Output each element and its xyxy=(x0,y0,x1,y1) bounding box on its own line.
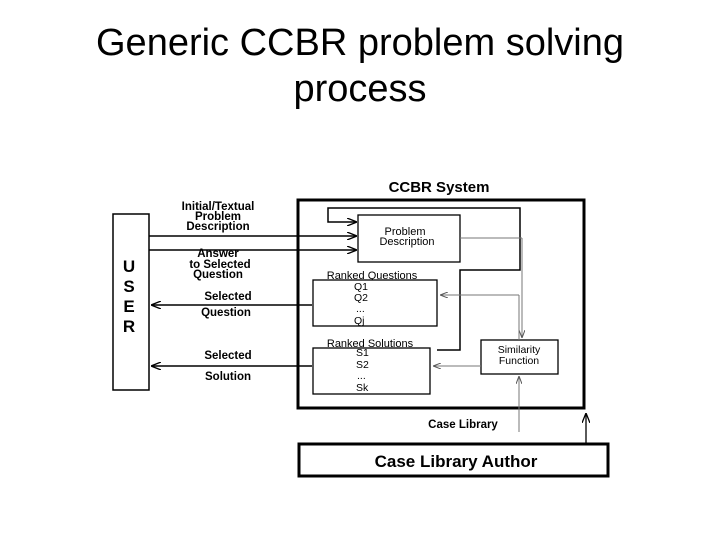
ranked-question-item: Q2 xyxy=(354,292,368,304)
label-initial-line-2: Problem xyxy=(195,211,241,223)
user-letter-r: R xyxy=(123,317,135,336)
problem-description-line-2: Description xyxy=(379,236,434,248)
feedback-loop xyxy=(327,207,521,351)
ranked-solution-item: Sk xyxy=(356,382,369,394)
ranked-solution-item: S1 xyxy=(356,347,369,359)
label-selected-question-line-1: Selected xyxy=(204,291,251,303)
label-initial-line-3: Description xyxy=(186,221,249,233)
ranked-solutions-box xyxy=(312,347,431,395)
ranked-solution-item: ... xyxy=(357,370,366,382)
system-title: CCBR System xyxy=(389,179,490,196)
ranked-questions-box xyxy=(312,279,438,327)
case-library-author-label: Case Library Author xyxy=(375,452,538,471)
user-letter-s: S xyxy=(123,277,134,296)
case-library-author-box xyxy=(297,442,610,478)
case-library-label: Case Library xyxy=(428,419,498,431)
ranked-question-item: Qj xyxy=(354,315,365,327)
slide-title: Generic CCBR problem solving process xyxy=(60,20,660,112)
ranked-solutions-label: Ranked Solutions xyxy=(327,338,414,350)
label-selected-question-line-2: Question xyxy=(201,307,251,319)
slide-title-line-1: Generic CCBR problem solving xyxy=(96,22,624,64)
slide-title-line-2: process xyxy=(293,68,427,110)
ranked-question-item: ... xyxy=(356,303,365,315)
label-answer-line-2: to Selected xyxy=(189,259,250,271)
system-box xyxy=(296,198,586,410)
label-answer-line-1: Answer xyxy=(197,248,239,260)
label-answer-line-3: Question xyxy=(193,269,243,281)
similarity-function-box xyxy=(480,339,559,375)
ranked-question-item: Q1 xyxy=(354,281,368,293)
ranked-questions-label: Ranked Questions xyxy=(327,270,418,282)
user-box xyxy=(112,213,150,391)
problem-description-line-1: Problem xyxy=(385,226,426,238)
ranked-solution-item: S2 xyxy=(356,359,369,371)
label-selected-solution-line-2: Solution xyxy=(205,371,251,383)
user-letter-e: E xyxy=(123,297,134,316)
similarity-function-line-1: Similarity xyxy=(498,344,541,356)
label-initial-line-1: Initial/Textual xyxy=(182,201,255,213)
problem-description-box xyxy=(357,214,461,263)
user-letter-u: U xyxy=(123,257,135,276)
label-selected-solution-line-1: Selected xyxy=(204,350,251,362)
similarity-function-line-2: Function xyxy=(499,355,539,367)
